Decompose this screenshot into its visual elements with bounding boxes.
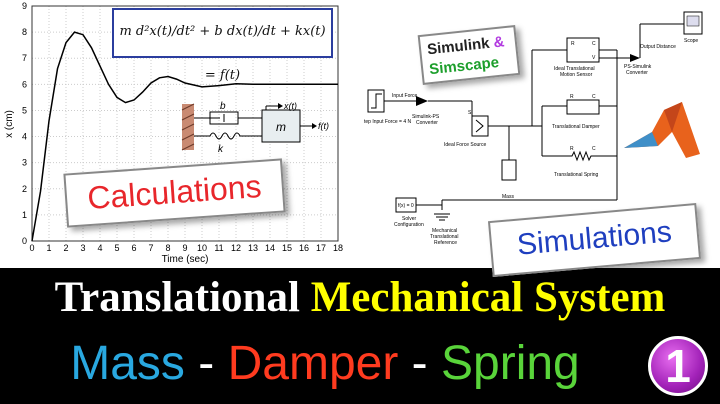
y-tick-label: 9	[22, 1, 27, 11]
ideal-force-source-label: Ideal Force Source	[444, 142, 486, 148]
solver-label-1: Solver	[402, 216, 417, 222]
simscape-text: Simscape	[428, 53, 500, 79]
x-tick-label: 7	[148, 243, 153, 253]
port-v-sensor: V	[592, 55, 596, 61]
motion-sensor-label-2: Motion Sensor	[560, 72, 593, 78]
title-mechanical-system: Mechanical System	[310, 274, 666, 321]
mass-sim-block	[501, 159, 517, 181]
wall-hatch	[181, 103, 195, 151]
simulink-model: tep Input Force = 4 N Input Force Simuli…	[364, 11, 703, 246]
matlab-logo	[624, 102, 700, 158]
mass-block	[261, 109, 301, 143]
title-line-1: Translational Mechanical System	[0, 272, 720, 324]
x-tick-label: 6	[131, 243, 136, 253]
y-tick-label: 4	[22, 132, 27, 142]
spring-label: k	[218, 144, 224, 155]
spring-icon	[194, 132, 262, 140]
x-tick-label: 15	[282, 243, 292, 253]
title-translational: Translational	[54, 274, 300, 321]
title-line-2: Mass - Damper - Spring	[0, 334, 650, 394]
port-r-damper: R	[570, 94, 574, 100]
port-c-sensor: C	[592, 41, 596, 47]
title-damper: Damper	[227, 337, 399, 390]
port-c-damper: C	[592, 94, 596, 100]
mass-sim-label: Mass	[502, 194, 514, 200]
input-force-label: Input Force	[392, 93, 418, 99]
translational-spring-block	[567, 150, 599, 162]
ground-icon	[434, 213, 450, 221]
force-label: f(t)	[318, 121, 329, 131]
port-r-sensor: R	[571, 41, 575, 47]
x-tick-label: 4	[97, 243, 102, 253]
y-tick-label: 8	[22, 27, 27, 37]
x-tick-label: 3	[80, 243, 85, 253]
y-tick-label: 1	[22, 210, 27, 220]
y-tick-label: 2	[22, 184, 27, 194]
x-tick-label: 16	[299, 243, 309, 253]
translational-spring-label: Translational Spring	[554, 172, 599, 178]
damper-label: b	[220, 101, 226, 112]
ps-converter-icon	[630, 54, 640, 62]
y-tick-label: 6	[22, 79, 27, 89]
equation-box: m d²x(t)/dt² + b dx(t)/dt + kx(t) = f(t)	[112, 8, 333, 83]
title-dash-1: -	[198, 337, 215, 390]
y-axis-label: x (cm)	[4, 110, 15, 138]
translational-damper-block	[566, 99, 600, 115]
ps-simulink-converter-label: Converter	[626, 70, 648, 76]
mtr-label-1: Mechanical	[432, 228, 457, 234]
translational-damper-label: Translational Damper	[552, 124, 600, 130]
x-tick-label: 11	[214, 243, 223, 253]
mtr-label-2: Translational	[430, 234, 458, 240]
motion-sensor-label-1: Ideal Translational	[554, 66, 595, 72]
x-tick-label: 10	[197, 243, 207, 253]
y-tick-label: 5	[22, 105, 27, 115]
x-tick-label: 14	[265, 243, 275, 253]
x-tick-label: 2	[63, 243, 68, 253]
simulink-ps-converter-label: Converter	[416, 120, 438, 126]
port-s: S	[468, 110, 472, 116]
response-curve	[31, 31, 338, 242]
y-tick-label: 7	[22, 53, 27, 63]
port-r-spring: R	[570, 146, 574, 152]
ampersand-text: &	[492, 33, 506, 52]
x-tick-label: 13	[248, 243, 258, 253]
x-axis-label: Time (sec)	[162, 254, 209, 265]
x-tick-label: 8	[165, 243, 170, 253]
mass-label: m	[276, 120, 286, 134]
x-tick-label: 12	[231, 243, 241, 253]
x-tick-label: 5	[114, 243, 119, 253]
scope-label: Scope	[684, 38, 698, 44]
step-label: tep Input Force = 4 N	[364, 119, 411, 125]
msd-diagram: b k m x(t) f(t)	[181, 101, 329, 155]
output-distance-label: Output Distance	[640, 44, 676, 50]
simulink-ps-label: Simulink-PS	[412, 114, 440, 120]
title-spring: Spring	[441, 337, 580, 390]
x-tick-label: 18	[333, 243, 343, 253]
episode-badge: 1	[648, 336, 708, 396]
simulink-simscape-callout: Simulink & Simscape	[417, 25, 521, 85]
converter-arrow-icon	[416, 96, 428, 106]
port-c-spring: C	[592, 146, 596, 152]
displacement-label: x(t)	[283, 101, 297, 111]
x-tick-label: 0	[29, 243, 34, 253]
force-source-block	[471, 115, 489, 137]
x-tick-label: 9	[182, 243, 187, 253]
title-dash-2: -	[411, 337, 428, 390]
y-tick-label: 0	[22, 236, 27, 246]
title-mass: Mass	[70, 337, 185, 390]
ps-simulink-label: PS-Simulink	[624, 64, 652, 70]
solver-label-2: Configuration	[394, 222, 424, 228]
mtr-label-3: Reference	[434, 240, 457, 246]
x-tick-label: 17	[316, 243, 326, 253]
y-tick-label: 3	[22, 158, 27, 168]
plot-frame	[31, 5, 339, 242]
solver-fx-label: f(x) = 0	[398, 203, 414, 209]
x-tick-label: 1	[46, 243, 51, 253]
